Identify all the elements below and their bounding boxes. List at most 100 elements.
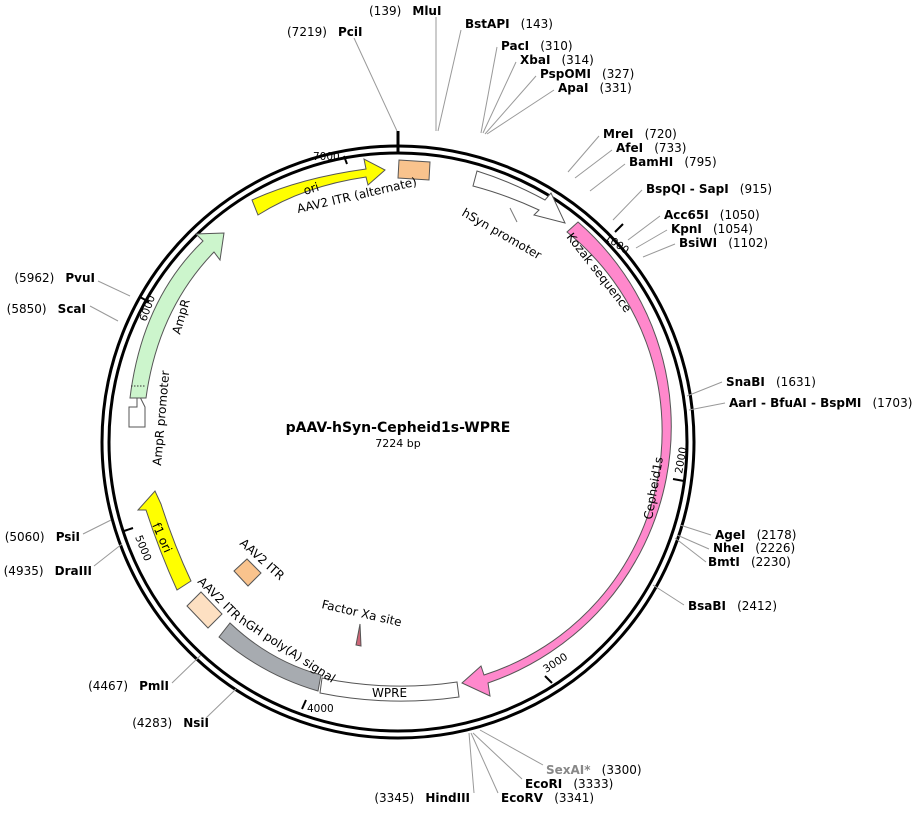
- leader-snabi: [686, 381, 723, 397]
- enzyme-apai-pos: (331): [600, 81, 632, 95]
- enzyme-paci[interactable]: PacI (310): [501, 35, 573, 54]
- enzyme-bspqi-sapi[interactable]: BspQI - SapI (915): [646, 178, 772, 197]
- enzyme-pcii-pos: (7219): [287, 25, 327, 39]
- feature-hsyn-promoter[interactable]: hSyn promoter: [460, 170, 566, 262]
- enzyme-leaders: [82, 17, 726, 794]
- enzyme-ecorv[interactable]: EcoRV (3341): [501, 787, 594, 806]
- feature-ori[interactable]: ori: [251, 158, 386, 216]
- enzyme-pcii[interactable]: (7219) PciI: [287, 21, 363, 40]
- leader-aari-bfuai-bspmi: [688, 402, 726, 411]
- enzyme-mrei[interactable]: MreI (720): [603, 123, 677, 142]
- tick-label-2000: 2000: [673, 446, 689, 474]
- enzyme-bspqi-sapi-pos: (915): [740, 182, 772, 196]
- feature-wpre-label: WPRE: [372, 686, 407, 700]
- enzyme-bsabi[interactable]: BsaBI (2412): [688, 595, 777, 614]
- enzyme-afei-pos: (733): [654, 141, 686, 155]
- enzyme-xbai-pos: (314): [562, 53, 594, 67]
- enzyme-bamhi-name: BamHI: [629, 155, 673, 169]
- enzyme-draiii-name: DraIII: [55, 564, 92, 578]
- feature-ori-shape: [251, 158, 386, 216]
- enzyme-draiii[interactable]: (4935) DraIII: [4, 560, 92, 579]
- leader-pvui: [97, 280, 131, 297]
- enzyme-agei-pos: (2178): [757, 528, 797, 542]
- feature-aav2-itr-outer[interactable]: AAV2 ITR: [186, 574, 244, 629]
- enzyme-nhei-pos: (2226): [755, 541, 795, 555]
- enzyme-ecorv-pos: (3341): [554, 791, 594, 805]
- feature-hgh-polya-signal-shape: [218, 622, 322, 692]
- enzyme-nhei[interactable]: NheI (2226): [713, 537, 795, 556]
- leader-bspqi-sapi: [612, 189, 643, 221]
- enzyme-labels: (139) MluI BstAPI (143) (7219) PciI PacI…: [4, 0, 913, 806]
- enzyme-snabi-pos: (1631): [776, 375, 816, 389]
- leader-bstapi: [437, 29, 462, 132]
- enzyme-kpni[interactable]: KpnI (1054): [671, 218, 753, 237]
- enzyme-bsiwi[interactable]: BsiWI (1102): [679, 232, 768, 251]
- enzyme-pvui-pos: (5962): [14, 271, 54, 285]
- enzyme-bstapi[interactable]: BstAPI (143): [465, 13, 553, 32]
- enzyme-bspqi-sapi-name: BspQI - SapI: [646, 182, 729, 196]
- enzyme-nsii[interactable]: (4283) NsiI: [132, 712, 209, 731]
- enzyme-apai[interactable]: ApaI (331): [558, 77, 632, 96]
- enzyme-psii-name: PsiI: [56, 530, 80, 544]
- enzyme-afei[interactable]: AfeI (733): [616, 137, 687, 156]
- enzyme-psii[interactable]: (5060) PsiI: [5, 526, 80, 545]
- tick-3000: [544, 675, 553, 684]
- leader-apai: [486, 89, 555, 135]
- enzyme-mrei-name: MreI: [603, 127, 633, 141]
- feature-cepheid1s[interactable]: Cepheid1s: [461, 221, 672, 697]
- enzyme-pmli[interactable]: (4467) PmlI: [88, 675, 169, 694]
- enzyme-sexai-pos: (3300): [602, 763, 642, 777]
- feature-factor-xa-site[interactable]: Factor Xa site: [320, 597, 403, 647]
- enzyme-acc65i-name: Acc65I: [664, 208, 709, 222]
- enzyme-bstapi-pos: (143): [521, 17, 553, 31]
- enzyme-pvui[interactable]: (5962) PvuI: [14, 267, 95, 286]
- enzyme-hindiii[interactable]: (3345) HindIII: [374, 787, 470, 806]
- feature-hsyn-promoter-label: hSyn promoter: [460, 205, 545, 262]
- feature-hsyn-promoter-shape: [472, 170, 566, 224]
- tick-5000: [123, 527, 134, 532]
- enzyme-acc65i[interactable]: Acc65I (1050): [664, 204, 760, 223]
- enzyme-kpni-name: KpnI: [671, 222, 702, 236]
- enzyme-aari-bfuai-bspmi[interactable]: AarI - BfuAI - BspMI (1703): [729, 392, 912, 411]
- enzyme-agei-name: AgeI: [715, 528, 745, 542]
- enzyme-bmti[interactable]: BmtI (2230): [708, 551, 791, 570]
- enzyme-draiii-pos: (4935): [4, 564, 44, 578]
- tick-6000: [139, 296, 150, 303]
- enzyme-xbai[interactable]: XbaI (314): [520, 49, 594, 68]
- enzyme-snabi[interactable]: SnaBI (1631): [726, 371, 816, 390]
- tick-1000: [614, 223, 624, 233]
- enzyme-bamhi[interactable]: BamHI (795): [629, 151, 717, 170]
- leader-sexai: [479, 729, 544, 766]
- enzyme-agei[interactable]: AgeI (2178): [715, 524, 796, 543]
- enzyme-aari-bfuai-bspmi-pos: (1703): [872, 396, 912, 410]
- leader-paci: [480, 46, 498, 134]
- enzyme-hindiii-name: HindIII: [425, 791, 470, 805]
- feature-f1-ori-shape: [136, 490, 192, 591]
- leader-bmti: [674, 537, 707, 563]
- tick-2000: [672, 478, 685, 482]
- position-ticks: [123, 155, 685, 710]
- enzyme-scai-pos: (5850): [7, 302, 47, 316]
- enzyme-mlui[interactable]: (139) MluI: [369, 0, 441, 19]
- enzyme-afei-name: AfeI: [616, 141, 643, 155]
- enzyme-aari-bfuai-bspmi-name: AarI - BfuAI - BspMI: [729, 396, 861, 410]
- feature-ampr-shape: [129, 232, 225, 399]
- enzyme-ecorv-name: EcoRV: [501, 791, 544, 805]
- leader-draiii: [93, 543, 123, 567]
- enzyme-sexai[interactable]: SexAI* (3300): [546, 759, 642, 778]
- enzyme-scai[interactable]: (5850) ScaI: [7, 298, 86, 317]
- leader-hindiii: [468, 732, 475, 794]
- feature-wpre[interactable]: WPRE: [319, 677, 460, 702]
- leader-afei: [574, 149, 613, 179]
- enzyme-bsiwi-name: BsiWI: [679, 236, 717, 250]
- enzyme-ecori[interactable]: EcoRI (3333): [525, 773, 613, 792]
- feature-ori-label: ori: [302, 180, 321, 198]
- tick-7000: [343, 155, 348, 165]
- enzyme-hindiii-pos: (3345): [374, 791, 414, 805]
- leader-mrei: [567, 135, 600, 173]
- leader-ecorv: [470, 732, 499, 794]
- enzyme-pspomi[interactable]: PspOMI (327): [540, 63, 634, 82]
- feature-aav2-itr-inner[interactable]: AAV2 ITR: [233, 536, 287, 587]
- backbone-inner-ring: [107, 151, 689, 733]
- feature-hgh-polya-signal[interactable]: hGH poly(A) signal: [218, 613, 338, 692]
